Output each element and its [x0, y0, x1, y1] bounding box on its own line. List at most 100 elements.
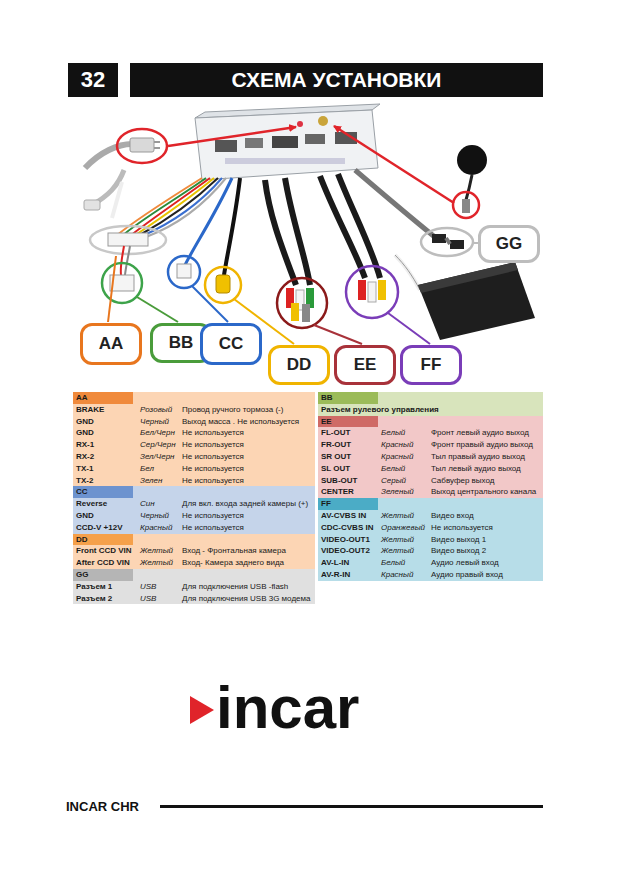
- page-number-box: 32: [68, 63, 118, 97]
- table-cell: CCD-V +12V: [73, 522, 137, 534]
- power-plug: [112, 182, 122, 218]
- table-cell: Черный: [137, 416, 179, 428]
- table-header-row: DD: [73, 534, 315, 546]
- tv-box: [395, 255, 420, 290]
- table-cell: Сабвуфер выход: [428, 475, 543, 487]
- table-cell: CDC-CVBS IN: [318, 522, 378, 534]
- wire-harness: [216, 275, 230, 293]
- leader-line: [108, 256, 116, 322]
- table-cell: Зелен: [137, 475, 179, 487]
- footer-model: INCAR CHR: [66, 800, 139, 813]
- table-header-row: FF: [318, 498, 543, 510]
- logo-mark: [190, 696, 214, 724]
- table-row: SR OUTКрасныйТыл правый аудио выход: [318, 451, 543, 463]
- table-cell: Красный: [378, 451, 428, 463]
- wire-harness: [121, 246, 124, 275]
- table-cell: Желтый: [378, 510, 428, 522]
- table-cell: RX-1: [73, 439, 137, 451]
- table-cell: Вход - Фронтальная камера: [179, 545, 315, 557]
- callout-code: CC: [219, 334, 244, 354]
- head-unit: [195, 110, 378, 180]
- table-cell: Для подключения USB -flash: [179, 581, 315, 593]
- table-cell: SR OUT: [318, 451, 378, 463]
- table-row: Front CCD VINЖелтыйВход - Фронтальная ка…: [73, 545, 315, 557]
- table-cell: TX-1: [73, 463, 137, 475]
- wire-harness: [146, 178, 226, 237]
- table-cell: Вход- Камера заднего вида: [179, 557, 315, 569]
- footer-rule: [160, 805, 543, 808]
- table-cell: VIDEO-OUT1: [318, 534, 378, 546]
- table-cell: AV-CVBS IN: [318, 510, 378, 522]
- section-header: CC: [73, 486, 133, 498]
- table-row: SL OUTБелыйТыл левый аудио выход: [318, 463, 543, 475]
- table-cell: RX-2: [73, 451, 137, 463]
- tv-box: [395, 255, 535, 340]
- table-cell: Разъем 2: [73, 593, 137, 605]
- table-cell: Разъем рулевого управления: [318, 404, 543, 416]
- table-cell: Аудио правый вход: [428, 569, 543, 581]
- leader-line: [314, 325, 362, 344]
- leader-line: [192, 286, 228, 322]
- pinout-table-section: AABRAKEРозовыйПровод ручного тормоза (-)…: [73, 392, 315, 486]
- callout-label: DD: [268, 345, 330, 385]
- table-cell: After CCD VIN: [73, 557, 137, 569]
- table-cell: Разъем 1: [73, 581, 137, 593]
- table-cell: Аудио левый вход: [428, 557, 543, 569]
- pinout-table-section: BBРазъем рулевого управления: [318, 392, 543, 416]
- table-cell: Белый: [378, 463, 428, 475]
- head-unit: [215, 140, 237, 152]
- wire-harness: [142, 178, 222, 236]
- table-header-row: EE: [318, 416, 543, 428]
- table-cell: Зел/Черн: [137, 451, 179, 463]
- wire-harness: [346, 266, 398, 318]
- wire-harness: [358, 280, 366, 300]
- callout-code: FF: [421, 355, 442, 375]
- table-cell: Оранжевый: [378, 522, 428, 534]
- table-cell: Не используется: [179, 522, 315, 534]
- wire-harness: [355, 170, 436, 238]
- callout-code: AA: [99, 334, 124, 354]
- pinout-table-section: FFAV-CVBS INЖелтыйВидео входCDC-CVBS INО…: [318, 498, 543, 581]
- table-cell: AV-R-IN: [318, 569, 378, 581]
- microphone: [453, 145, 487, 218]
- table-header-row: CC: [73, 486, 315, 498]
- table-cell: AV-L-IN: [318, 557, 378, 569]
- head-unit: [305, 134, 325, 144]
- callout-code: GG: [496, 234, 522, 254]
- wire-harness: [368, 282, 376, 302]
- table-row: CDC-CVBS INОранжевыйНе используется: [318, 522, 543, 534]
- table-cell: Reverse: [73, 498, 137, 510]
- logo-mark: [190, 696, 214, 724]
- table-cell: Фронт правый аудио выход: [428, 439, 543, 451]
- table-row: Разъем рулевого управления: [318, 404, 543, 416]
- table-cell: Не используется: [179, 439, 315, 451]
- table-cell: SL OUT: [318, 463, 378, 475]
- table-cell: Выход масса . Не используется: [179, 416, 315, 428]
- callout-label: AA: [80, 323, 142, 365]
- table-row: TX-2ЗеленНе используется: [73, 475, 315, 487]
- callout-code: EE: [354, 355, 377, 375]
- table-cell: GND: [73, 427, 137, 439]
- table-cell: TX-2: [73, 475, 137, 487]
- pinout-table-section: DDFront CCD VINЖелтыйВход - Фронтальная …: [73, 534, 315, 569]
- table-cell: Желтый: [378, 534, 428, 546]
- table-cell: Front CCD VIN: [73, 545, 137, 557]
- table-cell: Видео вход: [428, 510, 543, 522]
- section-header: DD: [73, 534, 133, 546]
- callout-label: EE: [334, 345, 396, 385]
- wire-harness: [338, 174, 380, 278]
- red-arrow: [334, 126, 454, 203]
- table-cell: Син: [137, 498, 179, 510]
- callout-label: GG: [478, 225, 540, 263]
- wire-harness: [291, 303, 299, 321]
- table-cell: Желтый: [137, 557, 179, 569]
- table-cell: Для подключения USB 3G модема: [179, 593, 315, 605]
- table-cell: BRAKE: [73, 404, 137, 416]
- head-unit: [297, 121, 303, 127]
- wire-harness: [432, 234, 446, 243]
- table-cell: FL-OUT: [318, 427, 378, 439]
- tv-box: [418, 262, 518, 293]
- table-cell: Не используется: [179, 510, 315, 522]
- table-row: TX-1БелНе используется: [73, 463, 315, 475]
- section-header: GG: [73, 569, 133, 581]
